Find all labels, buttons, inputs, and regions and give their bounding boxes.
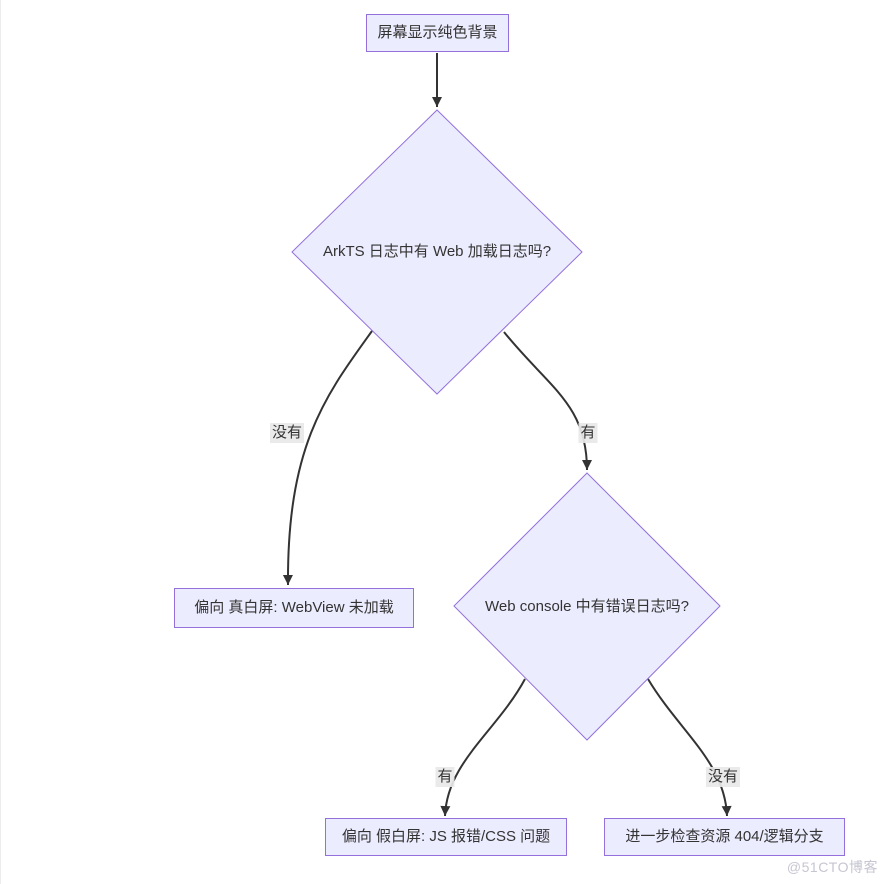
- edge-decision2-yes: [440, 678, 526, 817]
- edge-decision2-no: [647, 678, 732, 817]
- node-result-false-white: 偏向 假白屏: JS 报错/CSS 问题: [325, 818, 567, 856]
- edge-decision1-yes: [503, 331, 592, 471]
- decision2-diamond-shape: [453, 472, 721, 741]
- edge-decision1-no: [282, 330, 373, 586]
- node-result-true-white-label: 偏向 真白屏: WebView 未加载: [194, 598, 394, 616]
- edge-label-decision1-yes: 有: [578, 423, 598, 443]
- watermark: @51CTO博客: [786, 859, 878, 875]
- decision1-diamond-shape: [291, 109, 583, 395]
- node-result-further-check-label: 进一步检查资源 404/逻辑分支: [625, 827, 824, 845]
- node-result-false-white-label: 偏向 假白屏: JS 报错/CSS 问题: [341, 827, 551, 845]
- node-result-further-check: 进一步检查资源 404/逻辑分支: [604, 818, 845, 856]
- node-decision1-label: ArkTS 日志中有 Web 加载日志吗?: [322, 243, 552, 260]
- node-decision1: ArkTS 日志中有 Web 加载日志吗?: [297, 241, 577, 263]
- node-decision2: Web console 中有错误日志吗?: [447, 596, 727, 618]
- node-start-label: 屏幕显示纯色背景: [377, 23, 498, 41]
- edge-label-decision1-no: 没有: [269, 423, 305, 443]
- edge-label-decision2-yes: 有: [435, 767, 455, 787]
- node-decision2-label: Web console 中有错误日志吗?: [485, 598, 689, 615]
- node-start: 屏幕显示纯色背景: [366, 14, 509, 52]
- edge-label-decision2-no: 没有: [705, 767, 741, 787]
- node-result-true-white: 偏向 真白屏: WebView 未加载: [174, 588, 414, 628]
